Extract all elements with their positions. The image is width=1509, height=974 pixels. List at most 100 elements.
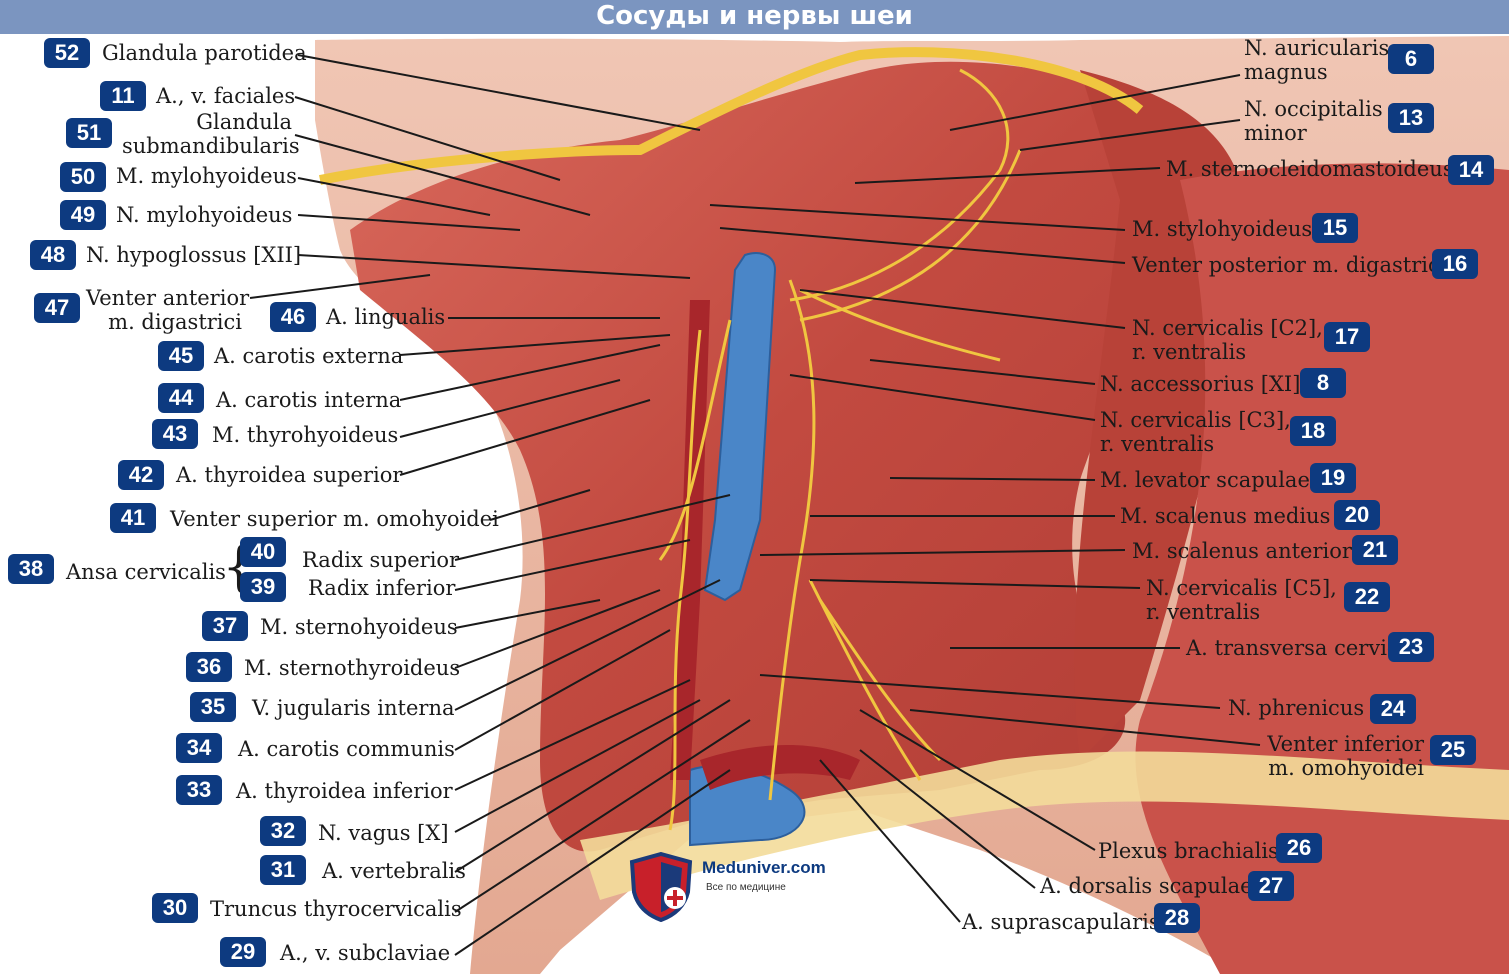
badge-32: 32 [260, 816, 306, 846]
label-n-cervicalis-c2: N. cervicalis [C2], r. ventralis [1132, 316, 1323, 364]
badge-19: 19 [1310, 463, 1356, 493]
label-n-occipitalis-minor: N. occipitalis minor [1244, 97, 1383, 145]
badge-29: 29 [220, 937, 266, 967]
badge-22: 22 [1344, 582, 1390, 612]
label-m-sternocleidomastoideus: M. sternocleidomastoideus [1166, 157, 1454, 181]
badge-15: 15 [1312, 213, 1358, 243]
badge-47: 47 [34, 293, 80, 323]
badge-35: 35 [190, 692, 236, 722]
badge-13: 13 [1388, 103, 1434, 133]
label-radix-superior: Radix superior [302, 548, 460, 572]
label-n-vagus: N. vagus [X] [318, 821, 449, 845]
badge-25: 25 [1430, 735, 1476, 765]
badge-28: 28 [1154, 903, 1200, 933]
badge-39: 39 [240, 572, 286, 602]
badge-33: 33 [176, 775, 222, 805]
label-n-occipitalis-minor-line2: minor [1244, 121, 1307, 145]
badge-21: 21 [1352, 535, 1398, 565]
badge-42: 42 [118, 460, 164, 490]
label-n-mylohyoideus: N. mylohyoideus [116, 203, 293, 227]
jugular-vein [703, 252, 777, 602]
badge-40: 40 [240, 537, 286, 567]
badge-41: 41 [110, 503, 156, 533]
label-venter-anterior-line1: Venter anterior [86, 286, 250, 310]
label-a-thyroidea-superior: A. thyroidea superior [176, 463, 403, 487]
label-n-hypoglossus: N. hypoglossus [XII] [86, 243, 302, 267]
badge-52: 52 [44, 38, 90, 68]
label-m-stylohyoideus: M. stylohyoideus [1132, 217, 1313, 241]
label-plexus-brachialis: Plexus brachialis [1098, 839, 1279, 863]
badge-38: 38 [8, 554, 54, 584]
label-glandula-submandibularis: Glandula submandibularis [122, 110, 300, 158]
badge-14: 14 [1448, 155, 1494, 185]
label-n-auricularis-magnus-line1: N. auricularis [1244, 36, 1390, 60]
badge-6: 6 [1388, 44, 1434, 74]
badge-16: 16 [1432, 249, 1478, 279]
clavicle-band [580, 751, 1509, 900]
badge-27: 27 [1248, 871, 1294, 901]
label-a-carotis-interna: A. carotis interna [216, 388, 402, 412]
label-radix-inferior: Radix inferior [308, 576, 456, 600]
meduniver-logo: Meduniver.com Все по медицине [628, 852, 848, 922]
badge-46: 46 [270, 302, 316, 332]
label-m-sternohyoideus: M. sternohyoideus [260, 615, 458, 639]
badge-49: 49 [60, 200, 106, 230]
subclavian-artery [700, 745, 860, 790]
logo-name: Meduniver.com [702, 858, 826, 877]
label-n-phrenicus: N. phrenicus [1228, 696, 1365, 720]
label-venter-inferior-line2: m. omohyoidei [1268, 756, 1424, 780]
label-a-lingualis: A. lingualis [326, 305, 446, 329]
label-n-accessorius: N. accessorius [XI] [1100, 372, 1301, 396]
badge-45: 45 [158, 341, 204, 371]
label-n-cervicalis-c3: N. cervicalis [C3], r. ventralis [1100, 408, 1291, 456]
label-a-transversa-cervicis: A. transversa cervicis [1186, 636, 1417, 660]
label-venter-inferior-line1: Venter inferior [1267, 732, 1424, 756]
label-n-cervicalis-c5: N. cervicalis [C5], r. ventralis [1146, 576, 1337, 624]
badge-20: 20 [1334, 500, 1380, 530]
label-ansa-cervicalis: Ansa cervicalis [66, 560, 226, 584]
badge-48: 48 [30, 240, 76, 270]
badge-17: 17 [1324, 322, 1370, 352]
badge-51: 51 [66, 118, 112, 148]
badge-37: 37 [202, 611, 248, 641]
badge-30: 30 [152, 893, 198, 923]
badge-50: 50 [60, 162, 106, 192]
logo-subtitle: Все по медицине [706, 882, 786, 893]
badge-18: 18 [1290, 416, 1336, 446]
jaw-border [319, 47, 1144, 185]
label-n-cervicalis-c3-line2: r. ventralis [1100, 432, 1215, 456]
badge-26: 26 [1276, 833, 1322, 863]
badge-24: 24 [1370, 694, 1416, 724]
label-n-cervicalis-c2-line1: N. cervicalis [C2], [1132, 316, 1323, 340]
label-n-auricularis-magnus-line2: magnus [1244, 60, 1328, 84]
badge-8: 8 [1300, 368, 1346, 398]
label-n-cervicalis-c2-line2: r. ventralis [1132, 340, 1247, 364]
label-glandula-parotidea: Glandula parotidea [102, 41, 307, 65]
label-a-carotis-communis: A. carotis communis [238, 737, 455, 761]
label-a-dorsalis-scapulae: A. dorsalis scapulae [1040, 874, 1253, 898]
label-a-suprascapularis: A. suprascapularis [962, 910, 1160, 934]
badge-31: 31 [260, 855, 306, 885]
label-n-cervicalis-c3-line1: N. cervicalis [C3], [1100, 408, 1291, 432]
label-venter-anterior-line2: m. digastrici [108, 310, 242, 334]
label-n-cervicalis-c5-line2: r. ventralis [1146, 600, 1261, 624]
label-m-mylohyoideus: M. mylohyoideus [116, 164, 297, 188]
label-venter-inferior: Venter inferior m. omohyoidei [1262, 732, 1424, 780]
label-n-occipitalis-minor-line1: N. occipitalis [1244, 97, 1383, 121]
badge-44: 44 [158, 383, 204, 413]
label-a-vertebralis: A. vertebralis [322, 859, 466, 883]
label-v-jugularis-interna: V. jugularis interna [252, 696, 455, 720]
label-glandula-submandibularis-line2: submandibularis [122, 134, 300, 158]
badge-23: 23 [1388, 632, 1434, 662]
label-m-sternothyroideus: M. sternothyroideus [244, 656, 461, 680]
label-venter-posterior: Venter posterior m. digastrici [1132, 253, 1447, 277]
label-n-auricularis-magnus: N. auricularis magnus [1244, 36, 1389, 84]
label-m-scalenus-medius: M. scalenus medius [1120, 504, 1331, 528]
label-m-levator-scapulae: M. levator scapulae [1100, 468, 1310, 492]
badge-36: 36 [186, 652, 232, 682]
label-a-carotis-externa: A. carotis externa [214, 344, 404, 368]
badge-34: 34 [176, 733, 222, 763]
label-venter-superior: Venter superior m. omohyoidei [170, 507, 499, 531]
label-venter-anterior: Venter anterior m. digastrici [86, 286, 250, 334]
